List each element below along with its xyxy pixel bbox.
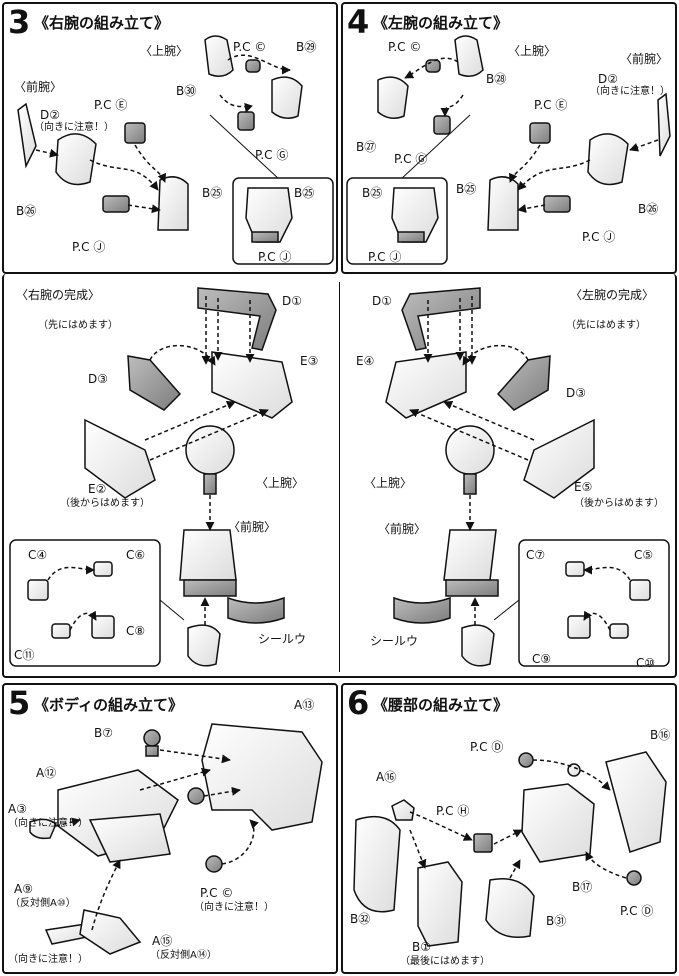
right-arm-label-upper-arm: 〈上腕〉	[256, 476, 305, 490]
left-arm-label-d1: D①	[372, 294, 392, 308]
step4-label-pcG: P.C Ⓖ	[394, 152, 428, 166]
step6-label-b1: B①	[412, 940, 431, 954]
step6-title: 《腰部の組み立て》	[373, 696, 509, 714]
step3-label-d2: D②	[40, 108, 60, 122]
step5-label-a12: A⑫	[36, 766, 57, 780]
right-arm-label-e3: E③	[300, 354, 319, 368]
step6-label-a16: A⑯	[376, 770, 397, 784]
right-arm-label-c4: C④	[28, 548, 48, 562]
left-arm-label-c10: C⑩	[636, 656, 656, 670]
left-arm-label-upper-arm: 〈上腕〉	[364, 476, 413, 490]
step4-label-pcC: P.C ©	[388, 40, 422, 54]
step5-note-a9: （向きに注意！）	[8, 954, 88, 965]
step3-inset-label-pcJ: P.C Ⓙ	[258, 250, 292, 264]
step5-label-a9: A⑨	[14, 882, 33, 896]
step6-number: 6	[347, 684, 370, 722]
step3-label-pcE: P.C Ⓔ	[94, 98, 128, 112]
step6-label-pcD-top: P.C Ⓓ	[470, 740, 504, 754]
step3-label-b29: B㉙	[296, 40, 317, 54]
step6-label-b17: B⑰	[572, 880, 593, 894]
step5-label-a15: A⑮	[152, 934, 173, 948]
step4-inset-label-pcJ: P.C Ⓙ	[368, 250, 402, 264]
step5-label-b7: B⑦	[94, 726, 113, 740]
step4-title: 《左腕の組み立て》	[373, 14, 509, 32]
step3-drawing	[17, 35, 303, 231]
step4-label-pcJ: P.C Ⓙ	[582, 230, 616, 244]
step3-label-pcC: P.C ©	[233, 40, 267, 54]
step3-label-upper-arm: 〈上腕〉	[140, 44, 189, 58]
step3-label-b26: B㉖	[16, 204, 37, 218]
step5-number: 5	[8, 684, 31, 722]
step4-label-d2: D②	[598, 72, 618, 86]
step4-label-b28: B㉘	[486, 72, 507, 86]
left-arm-complete-drawing	[385, 287, 670, 667]
left-arm-label-c5: C⑤	[634, 548, 654, 562]
left-arm-label-e4: E④	[356, 354, 375, 368]
step3-label-b25: B㉕	[202, 186, 223, 200]
step5-note-a3: （向きに注意！）	[8, 818, 88, 829]
step3-label-pcJ: P.C Ⓙ	[72, 240, 106, 254]
step3-inset-label-b25: B㉕	[294, 186, 315, 200]
step4-label-upper-arm: 〈上腕〉	[508, 44, 557, 58]
step4-label-forearm: 〈前腕〉	[620, 52, 669, 66]
right-arm-label-seal: シールウ	[258, 632, 307, 646]
step5-drawing	[29, 723, 323, 955]
step4-note-d2: （向きに注意！）	[590, 86, 670, 97]
left-arm-label-c9: C⑨	[532, 652, 552, 666]
right-arm-first-note: （先にはめます）	[38, 320, 118, 331]
step6-label-b16: B⑯	[650, 728, 671, 742]
step4-label-b27: B㉗	[356, 140, 377, 154]
left-arm-label-forearm: 〈前腕〉	[378, 522, 427, 536]
step6-note-b1: （最後にはめます）	[400, 956, 490, 967]
step3-label-pcG: P.C Ⓖ	[255, 148, 289, 162]
left-arm-label-c7: C⑦	[526, 548, 546, 562]
right-arm-label-c8: C⑧	[126, 624, 146, 638]
step4-inset-label-b25: B㉕	[362, 186, 383, 200]
left-arm-heading: 〈左腕の完成〉	[570, 288, 655, 302]
step4-label-b25: B㉕	[456, 182, 477, 196]
step6-label-b32: B㉜	[350, 912, 371, 926]
right-arm-label-forearm: 〈前腕〉	[228, 520, 277, 534]
step3-note-d2: （向きに注意！）	[34, 122, 114, 133]
step3-label-b30: B㉚	[176, 84, 197, 98]
left-arm-first-note: （先にはめます）	[566, 320, 646, 331]
step3-number: 3	[8, 3, 31, 41]
right-arm-heading: 〈右腕の完成〉	[16, 288, 101, 302]
step5-title: 《ボディの組み立て》	[34, 696, 183, 714]
right-arm-label-e2: E②	[88, 482, 107, 496]
step6-label-pcD-bottom: P.C Ⓓ	[620, 904, 654, 918]
step4-label-b26: B㉖	[638, 202, 659, 216]
step6-label-pcH: P.C Ⓗ	[436, 804, 470, 818]
step4-label-pcE: P.C Ⓔ	[534, 98, 568, 112]
step6-label-b31: B㉛	[546, 914, 567, 928]
step3-label-forearm: 〈前腕〉	[14, 80, 63, 94]
step4-number: 4	[347, 3, 370, 41]
right-arm-note-e2: （後からはめます）	[60, 498, 150, 509]
right-arm-label-c6: C⑥	[126, 548, 146, 562]
right-arm-complete-drawing	[9, 287, 293, 667]
arm-completion-divider	[339, 282, 340, 672]
step5-label-a14: （反対側A⑭）	[150, 950, 217, 961]
left-arm-label-seal: シールウ	[370, 634, 419, 648]
step5-label-a10: （反対側A⑩）	[10, 898, 76, 909]
step5-label-a13: A⑬	[294, 698, 315, 712]
step4-drawing	[377, 35, 671, 231]
step5-label-a3: A③	[8, 802, 27, 816]
step5-note-pcC: （向きに注意！）	[194, 902, 274, 913]
step3-title: 《右腕の組み立て》	[34, 14, 170, 32]
step6-drawing	[353, 751, 667, 947]
right-arm-label-c11: C⑪	[14, 648, 35, 662]
right-arm-label-d3: D③	[88, 372, 108, 386]
step5-label-pcC: P.C ©	[200, 886, 234, 900]
left-arm-note-e5: （後からはめます）	[574, 498, 664, 509]
right-arm-label-d1: D①	[282, 294, 302, 308]
left-arm-label-d3: D③	[566, 386, 586, 400]
left-arm-label-e5: E⑤	[574, 480, 593, 494]
